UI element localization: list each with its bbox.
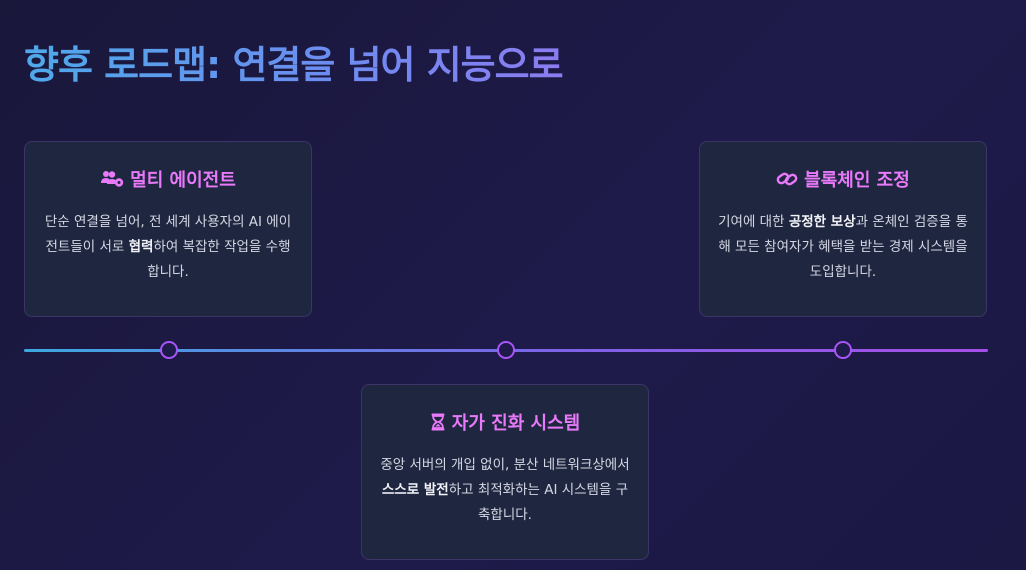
highlight-text: 협력	[128, 239, 154, 255]
timeline-dot	[497, 341, 515, 359]
link-icon	[776, 172, 798, 186]
page-title: 향후 로드맵: 연결을 넘어 지능으로	[24, 34, 564, 89]
card-title-row: 자가 진화 시스템	[380, 409, 630, 435]
timeline-dot	[834, 341, 852, 359]
highlight-text: 공정한 보상	[788, 214, 856, 230]
roadmap-card-self-evolving: 자가 진화 시스템 중앙 서버의 개입 없이, 분산 네트워크상에서 스스로 발…	[361, 384, 649, 560]
card-title: 블록체인 조정	[804, 170, 910, 191]
timeline-dot	[160, 341, 178, 359]
users-cog-icon	[101, 171, 124, 187]
hourglass-icon	[431, 413, 445, 431]
card-description: 단순 연결을 넘어, 전 세계 사용자의 AI 에이전트들이 서로 협력하여 복…	[44, 214, 292, 280]
card-description: 중앙 서버의 개입 없이, 분산 네트워크상에서 스스로 발전하고 최적화하는 …	[380, 457, 630, 523]
roadmap-card-blockchain: 블록체인 조정 기여에 대한 공정한 보상과 온체인 검증을 통해 모든 참여자…	[699, 141, 987, 317]
card-description: 기여에 대한 공정한 보상과 온체인 검증을 통해 모든 참여자가 혜택을 받는…	[718, 214, 968, 280]
highlight-text: 스스로 발전	[381, 482, 449, 498]
card-title-row: 멀티 에이전트	[43, 166, 293, 192]
card-title-row: 블록체인 조정	[718, 166, 968, 192]
card-title: 멀티 에이전트	[130, 170, 236, 191]
roadmap-card-multi-agent: 멀티 에이전트 단순 연결을 넘어, 전 세계 사용자의 AI 에이전트들이 서…	[24, 141, 312, 317]
card-title: 자가 진화 시스템	[451, 413, 581, 434]
